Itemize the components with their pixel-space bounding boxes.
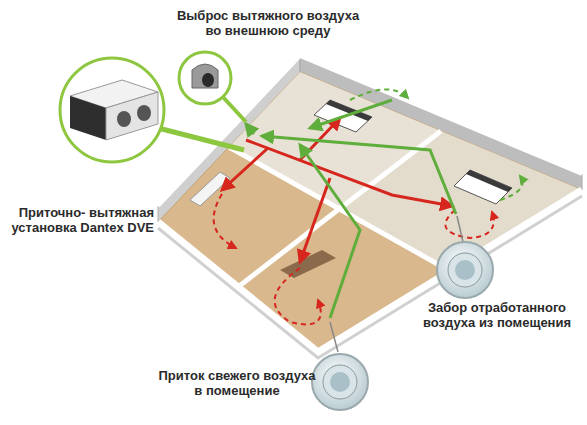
floor xyxy=(158,72,582,352)
supply-flow xyxy=(214,194,236,248)
callout-label: Приток свежего воздуха в помещение xyxy=(158,368,316,398)
inset-circle xyxy=(60,58,164,162)
callout-label: Приточно- вытяжная установка Dantex DVE xyxy=(4,205,154,235)
house xyxy=(158,56,582,358)
supply-inset xyxy=(312,354,368,410)
leaders xyxy=(158,96,463,352)
exhaust-inset xyxy=(179,52,231,104)
extract-inset xyxy=(437,242,493,298)
unit-inset xyxy=(60,58,164,162)
exhaust-duct xyxy=(262,136,456,214)
inset-circle xyxy=(437,242,493,298)
inner-wall xyxy=(238,209,339,287)
vent-core xyxy=(330,372,350,392)
inset-circle xyxy=(179,52,231,104)
unit-front xyxy=(70,96,106,140)
supply-duct xyxy=(222,148,268,190)
vent-grille xyxy=(323,365,357,399)
supply-flow xyxy=(275,268,321,324)
leader-line xyxy=(457,216,463,242)
leader-line xyxy=(330,322,338,352)
callout-label: Забор отработанного воздуха из помещения xyxy=(413,300,581,330)
exhaust-duct xyxy=(246,124,254,134)
exhaust-duct xyxy=(300,145,360,318)
vent-core xyxy=(455,260,475,280)
supply-flow xyxy=(445,210,493,238)
unit-side xyxy=(106,92,158,140)
exhaust-duct xyxy=(310,100,392,128)
inset-circle xyxy=(312,354,368,410)
callout-label: Выброс вытяжного воздуха во внешнюю сред… xyxy=(168,8,368,38)
unit-port xyxy=(137,105,151,121)
sofa xyxy=(280,250,336,278)
supply-ducts xyxy=(214,118,494,324)
leader-line xyxy=(222,96,246,122)
bed-head xyxy=(466,170,512,192)
exhaust-cap xyxy=(192,64,218,88)
exhaust-flow xyxy=(500,176,523,200)
unit-port xyxy=(117,111,131,127)
vent-grille xyxy=(448,253,482,287)
exhaust-flow xyxy=(350,89,408,100)
supply-duct xyxy=(300,178,330,262)
front-wall-side xyxy=(158,196,582,358)
exhaust-opening xyxy=(202,73,214,87)
leader-line xyxy=(158,128,244,150)
exhaust-ducts xyxy=(246,89,523,318)
